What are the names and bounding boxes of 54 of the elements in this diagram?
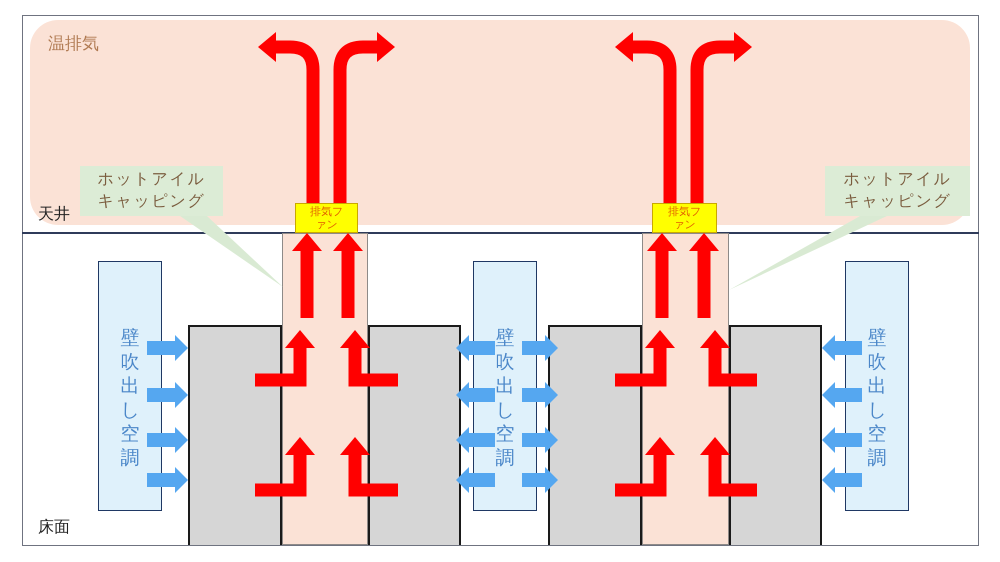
fan-label: 排気ファン bbox=[309, 205, 344, 231]
arrow bbox=[147, 382, 188, 408]
unit-label: 壁吹出し空調 bbox=[120, 326, 140, 470]
arrow bbox=[456, 467, 495, 493]
wall-air-conditioner bbox=[845, 261, 909, 511]
arrow bbox=[689, 233, 719, 318]
arrow bbox=[292, 233, 322, 318]
callout-text: ホットアイルキャッピング bbox=[842, 168, 952, 212]
callout-text: ホットアイルキャッピング bbox=[96, 168, 206, 212]
callout-box bbox=[825, 166, 970, 216]
callout-box bbox=[80, 166, 223, 216]
leader-line bbox=[180, 216, 283, 287]
arrow bbox=[615, 32, 676, 203]
arrow bbox=[522, 427, 558, 453]
exhaust-fan-box bbox=[295, 203, 358, 233]
arrow bbox=[647, 233, 677, 318]
arrow bbox=[822, 427, 862, 453]
arrow bbox=[258, 32, 320, 203]
arrow bbox=[147, 467, 188, 493]
floor-level-label: 天井 bbox=[38, 204, 70, 224]
arrow bbox=[522, 467, 558, 493]
arrow bbox=[147, 335, 188, 361]
server-rack bbox=[548, 325, 642, 545]
server-rack bbox=[729, 325, 822, 545]
unit-label: 壁吹出し空調 bbox=[494, 326, 516, 470]
arrow bbox=[615, 437, 675, 496]
arrow bbox=[822, 467, 862, 493]
fan-label: 排気ファン bbox=[667, 205, 702, 231]
leader-line bbox=[729, 216, 887, 290]
arrow bbox=[690, 32, 752, 203]
arrow bbox=[255, 437, 315, 496]
exhaust-fan-box bbox=[652, 203, 717, 233]
arrow bbox=[456, 427, 495, 453]
arrow bbox=[147, 427, 188, 453]
server-rack bbox=[368, 325, 461, 545]
floor-level-label: 床面 bbox=[38, 517, 70, 537]
arrow bbox=[333, 233, 363, 318]
arrow bbox=[340, 330, 398, 386]
arrow bbox=[255, 330, 315, 386]
arrow bbox=[822, 382, 862, 408]
arrow bbox=[822, 335, 862, 361]
arrow bbox=[334, 32, 395, 203]
arrow bbox=[615, 330, 675, 386]
band-label: 温排気 bbox=[48, 33, 99, 55]
arrow bbox=[456, 335, 495, 361]
unit-label: 壁吹出し空調 bbox=[866, 326, 888, 470]
arrow bbox=[456, 382, 495, 408]
arrow bbox=[340, 437, 398, 496]
wall-air-conditioner bbox=[98, 261, 162, 511]
arrow bbox=[522, 382, 558, 408]
arrow bbox=[700, 330, 757, 386]
server-rack bbox=[188, 325, 282, 545]
arrow bbox=[522, 335, 558, 361]
arrow bbox=[700, 437, 757, 496]
